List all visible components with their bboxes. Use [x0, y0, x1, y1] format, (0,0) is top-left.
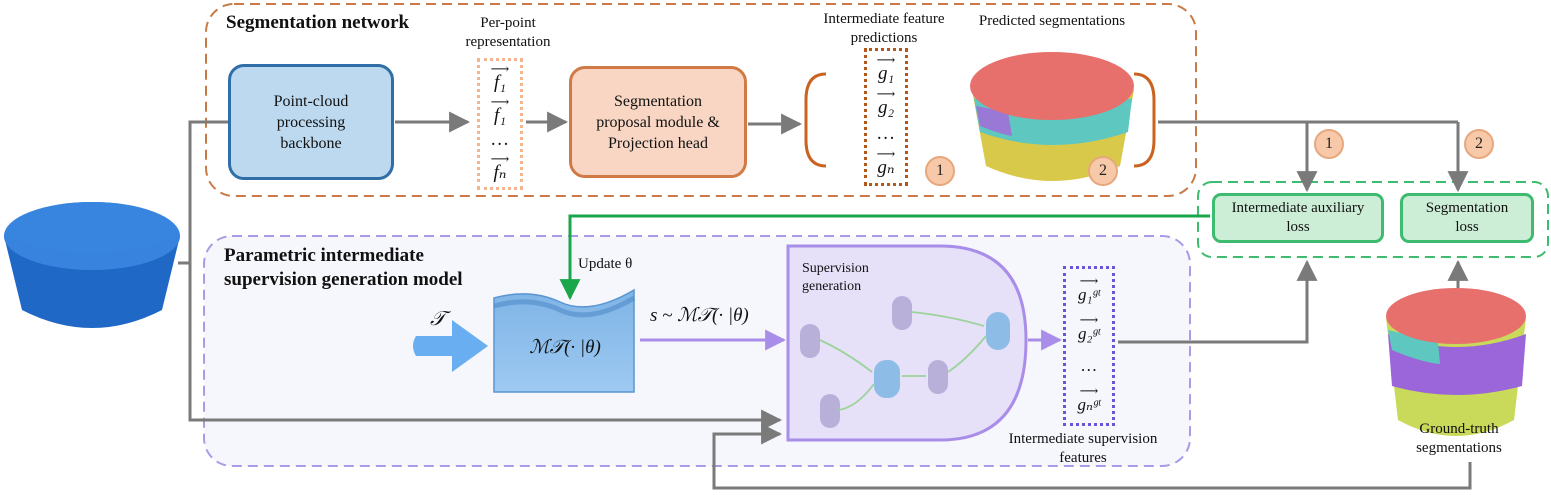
predicted-segmentations-label: Predicted segmentations [978, 13, 1126, 29]
proposal-module-box: Segmentation proposal module & Projectio… [569, 66, 747, 178]
proposal-module-label: Segmentation proposal module & Projectio… [596, 92, 720, 152]
segmentation-loss-box: Segmentation loss [1400, 193, 1534, 243]
model-wave-block [493, 288, 635, 393]
intermediate-loss-box: Intermediate auxiliary loss [1212, 193, 1384, 243]
intermediate-vector-ellipsis: … [877, 123, 895, 144]
intermediate-vector-column: ⟶g₁ ⟶g₂ … ⟶gₙ [864, 48, 908, 186]
model-label: ℳ𝒯(· |θ) [529, 337, 601, 358]
backbone-box: Point-cloud processing backbone [228, 64, 394, 180]
gt-features-label: Intermediate supervision features [1008, 431, 1158, 466]
update-theta-label: Update θ [578, 256, 633, 272]
right-bracket [1133, 72, 1156, 168]
supervision-generation-label: Supervision generation [802, 261, 869, 294]
per-point-label: Per-point representation [465, 15, 551, 50]
segmentation-loss-label: Segmentation loss [1425, 200, 1509, 235]
per-point-vector-fn: ⟶fₙ [490, 150, 510, 183]
supervision-generation-block [786, 244, 1028, 442]
per-point-vector-f1: ⟶f₁ [490, 61, 510, 94]
intermediate-vector-gn: ⟶gₙ [876, 146, 896, 178]
task-arrow-icon [413, 320, 488, 372]
intermediate-predictions-label: Intermediate feature predictions [823, 11, 945, 46]
intermediate-loss-label: Intermediate auxiliary loss [1231, 200, 1365, 235]
gt-vector-g1: ⟶g₁ᵍᵗ [1077, 272, 1101, 304]
gt-vector-g2: ⟶g₂ᵍᵗ [1077, 312, 1101, 344]
sample-label: s ~ ℳ𝒯(· |θ) [650, 305, 749, 326]
left-bracket [804, 72, 827, 168]
per-point-vector-column: ⟶f₁ ⟶f₁ … ⟶fₙ [477, 58, 523, 190]
gt-vector-gn: ⟶gₙᵍᵗ [1077, 383, 1101, 415]
badge-one-predictions: 1 [925, 156, 955, 186]
gt-vector-column: ⟶g₁ᵍᵗ ⟶g₂ᵍᵗ … ⟶gₙᵍᵗ [1063, 266, 1115, 426]
supervision-model-title-line2: supervision generation model [224, 269, 463, 290]
ground-truth-label: Ground-truth segmentations [1416, 421, 1502, 456]
task-symbol: 𝒯 [430, 308, 446, 330]
badge-two-predictions: 2 [1088, 156, 1118, 186]
intermediate-vector-g1: ⟶g₁ [876, 52, 896, 84]
input-point-cloud [4, 202, 180, 328]
backbone-label: Point-cloud processing backbone [273, 92, 349, 152]
gt-vector-ellipsis: … [1081, 355, 1097, 375]
badge-two-loss: 2 [1464, 129, 1494, 159]
intermediate-vector-g2: ⟶g₂ [876, 86, 896, 118]
badge-one-loss: 1 [1314, 129, 1344, 159]
segmentation-network-title: Segmentation network [226, 12, 410, 33]
per-point-vector-ellipsis: … [491, 129, 509, 151]
per-point-vector-f1b: ⟶f₁ [490, 93, 510, 126]
supervision-model-title-line1: Parametric intermediate [224, 245, 424, 266]
ground-truth-cloud [1386, 288, 1526, 436]
